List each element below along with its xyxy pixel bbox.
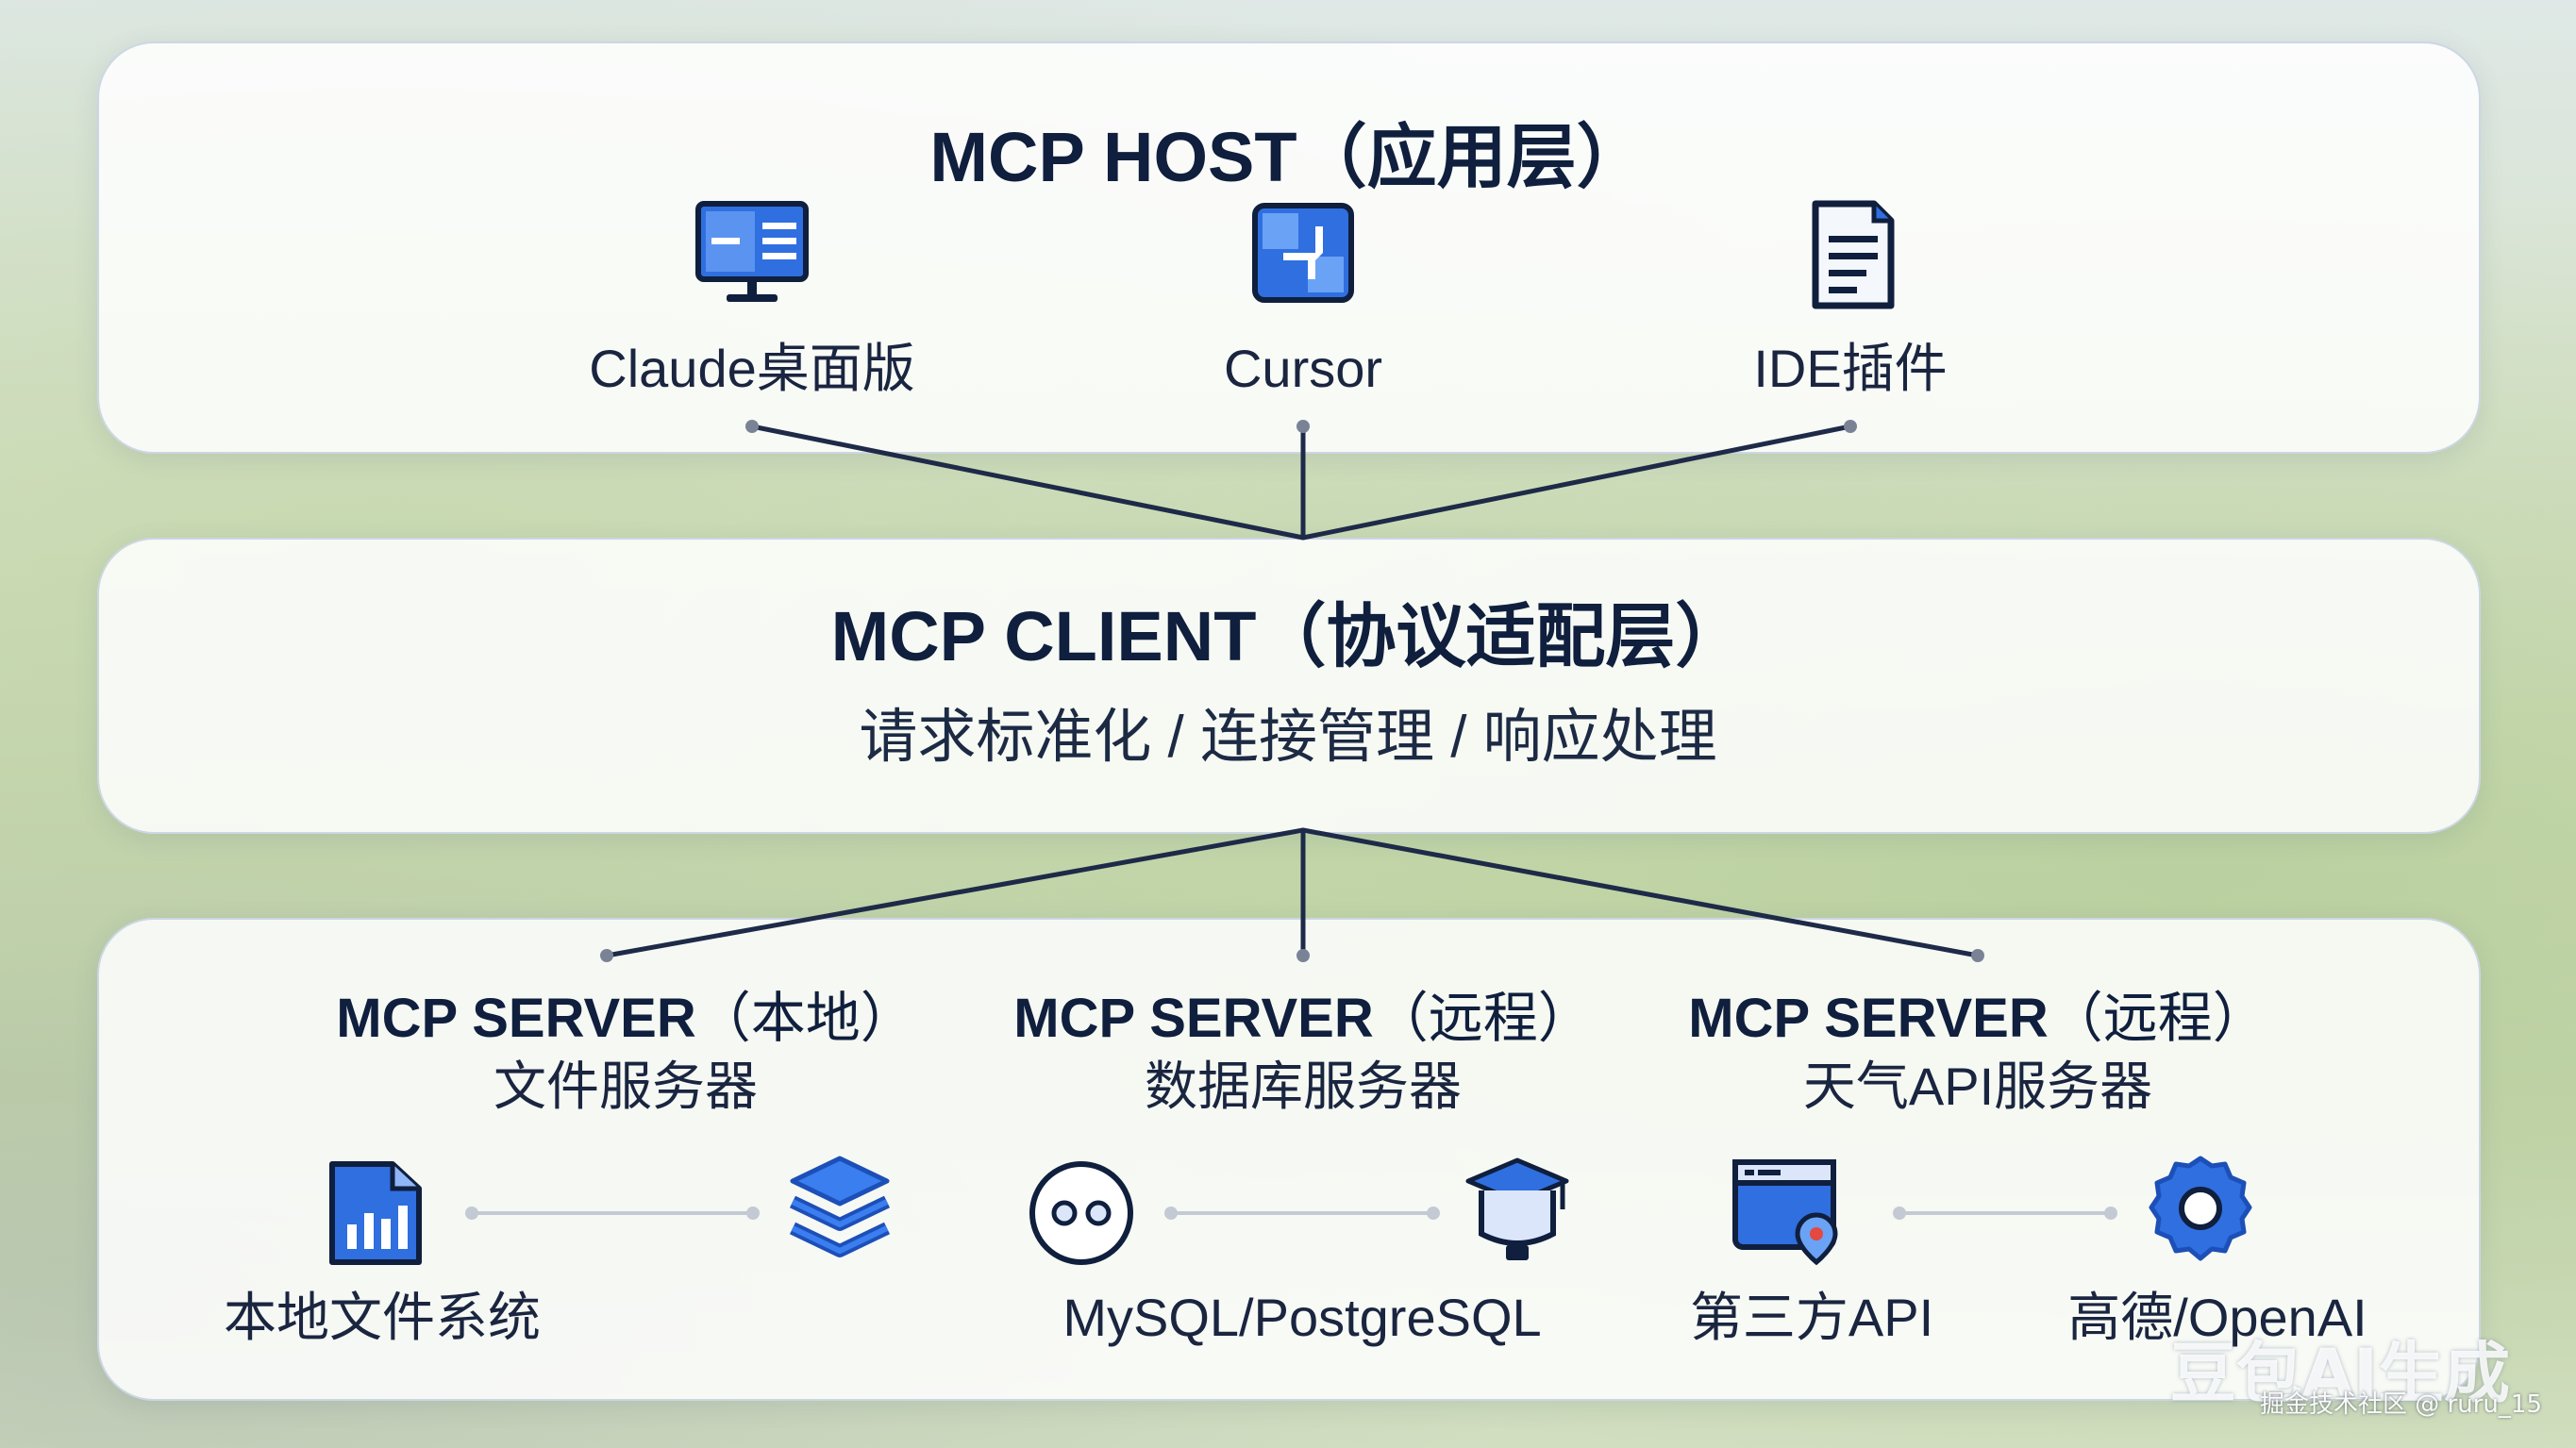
file-chart-icon [329, 1161, 422, 1265]
host-item-cursor: Cursor [1105, 198, 1501, 402]
host-item-label: Claude桌面版 [589, 339, 915, 398]
client-subtitle: 请求标准化 / 连接管理 / 响应处理 [859, 705, 1717, 770]
host-item-label: IDE插件 [1753, 339, 1948, 398]
host-title: MCP HOST（应用层） [929, 118, 1647, 196]
server-label-local: 本地文件系统 [224, 1288, 541, 1347]
server-label-third-party: 第三方API [1689, 1288, 1934, 1347]
desktop-monitor-icon [695, 201, 809, 302]
client-title: MCP CLIENT（协议适配层） [830, 597, 1746, 675]
host-item-claude: Claude桌面版 [554, 198, 950, 402]
server-panel [97, 918, 2481, 1401]
watermark: 豆包AI生成 [2169, 1335, 2510, 1412]
server-weather: MCP SERVER（远程） 天气API服务器 [1638, 985, 2317, 1121]
server-subtitle: 文件服务器 [493, 1057, 758, 1116]
server-local: MCP SERVER（本地） 文件服务器 [286, 985, 965, 1121]
browser-location-icon [1732, 1159, 1838, 1266]
server-label-amap-openai: 高德/OpenAI [2067, 1288, 2367, 1347]
server-title: MCP SERVER（远程） [1688, 988, 2267, 1049]
server-subtitle: 数据库服务器 [1145, 1057, 1462, 1116]
credit: 掘金技术社区 @ ruru_15 [2260, 1390, 2542, 1419]
client-panel [97, 538, 2481, 834]
cursor-app-icon [1252, 203, 1354, 303]
robot-face-icon [1029, 1161, 1133, 1265]
host-item-label: Cursor [1223, 339, 1383, 398]
gear-icon [2149, 1156, 2252, 1261]
host-item-ide: IDE插件 [1652, 198, 2049, 402]
server-title: MCP SERVER（远程） [1013, 988, 1593, 1049]
server-database: MCP SERVER（远程） 数据库服务器 [963, 985, 1643, 1121]
server-subtitle: 天气API服务器 [1802, 1057, 2153, 1116]
server-title: MCP SERVER（本地） [336, 988, 915, 1049]
database-cylinder-icon [1465, 1157, 1569, 1260]
layers-stack-icon [789, 1156, 891, 1257]
server-label-db: MySQL/PostgreSQL [1062, 1288, 1542, 1347]
document-icon [1812, 200, 1895, 309]
